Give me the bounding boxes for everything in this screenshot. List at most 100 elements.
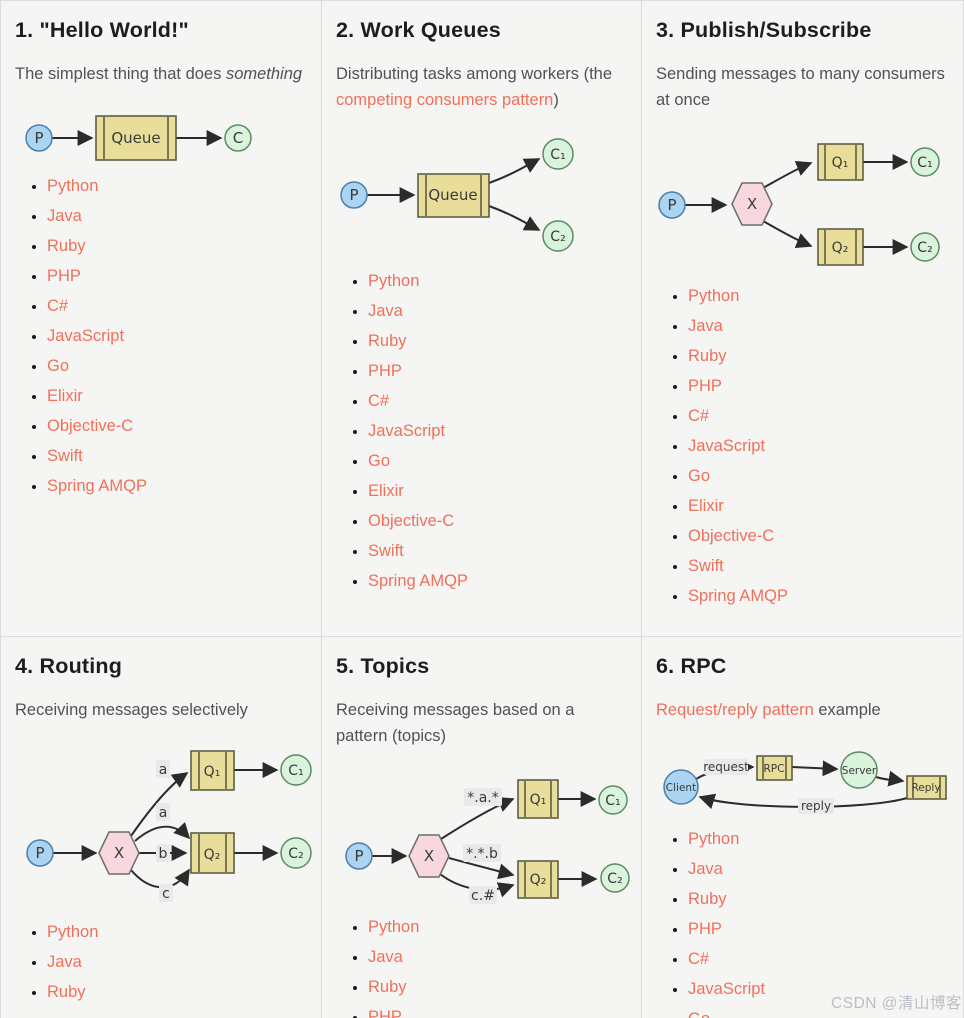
language-link[interactable]: Spring AMQP [47,477,147,495]
queue-node: Queue [95,115,177,161]
card-title: 2. Work Queues [336,18,501,42]
svg-text:X: X [114,844,124,862]
language-link[interactable]: Go [688,467,711,485]
language-link[interactable]: JavaScript [688,437,766,455]
language-link[interactable]: Objective-C [688,527,775,545]
watermark: CSDN @清山博客 [831,995,962,1012]
card-title: 1. "Hello World!" [15,18,189,42]
language-link[interactable]: PHP [368,362,402,380]
language-link[interactable]: Swift [47,447,83,465]
svg-text:Q₁: Q₁ [832,155,849,171]
language-link[interactable]: Python [688,830,740,848]
language-item: Python [368,272,627,290]
routing-diagram: a a b c P [15,735,312,913]
language-link[interactable]: Swift [688,557,724,575]
language-link[interactable]: Python [368,272,420,290]
language-link[interactable]: Ruby [688,890,727,908]
language-item: Swift [368,542,627,560]
language-link[interactable]: Go [47,357,70,375]
svg-text:P: P [34,129,43,147]
rpc-queue-node: RPC [756,755,793,781]
tutorial-card-routing: 4. Routing Receiving messages selectivel… [1,637,322,1018]
language-item: Go [47,357,307,375]
svg-text:c: c [162,886,170,902]
language-link[interactable]: Java [688,860,723,878]
language-item: Swift [688,557,948,575]
language-item: PHP [688,920,948,938]
producer-node: P [26,839,54,867]
language-link[interactable]: Java [688,317,723,335]
language-item: C# [47,297,307,315]
tutorial-card-work-queues: 2. Work Queues Distributing tasks among … [322,1,642,637]
language-link[interactable]: Elixir [368,482,404,500]
client-node: Client [663,769,699,805]
language-link[interactable]: Elixir [47,387,83,405]
language-link[interactable]: Java [47,953,82,971]
language-link[interactable]: Java [368,948,403,966]
svg-text:c.#: c.# [471,888,495,904]
consumer-node: C [224,124,252,152]
language-link[interactable]: Python [47,177,99,195]
language-link[interactable]: JavaScript [47,327,125,345]
svg-text:C₂: C₂ [550,229,565,245]
card-description: Request/reply pattern example [656,701,881,719]
consumer1-node: C₁ [280,754,312,786]
svg-text:Q₂: Q₂ [530,872,547,888]
language-link[interactable]: C# [688,950,710,968]
language-item: C# [688,950,948,968]
reply-queue-node: Reply [906,775,947,800]
language-links: PythonJavaRubyPHP C# JavaScriptGoElixirObj… [15,177,307,495]
language-link[interactable]: JavaScript [368,422,446,440]
language-link[interactable]: JavaScript [688,980,766,998]
svg-text:a: a [159,805,168,821]
svg-text:Q₁: Q₁ [204,764,221,780]
language-item: PHP [47,267,307,285]
language-link[interactable]: Python [688,287,740,305]
card-description: The simplest thing that does something [15,65,303,83]
language-link[interactable]: Java [47,207,82,225]
consumer2-node: C₂ [600,863,630,893]
language-link[interactable]: C# [688,407,710,425]
language-item: Go [688,1010,948,1018]
language-item: JavaScript [688,437,948,455]
svg-text:C₁: C₁ [605,793,620,809]
language-link[interactable]: C# [47,297,69,315]
language-link[interactable]: PHP [688,377,722,395]
language-link[interactable]: Go [688,1010,710,1018]
language-link[interactable]: Go [368,452,391,470]
language-link[interactable]: Elixir [688,497,724,515]
svg-text:b: b [159,846,168,862]
exchange-node: X [98,831,140,875]
language-item: Objective-C [368,512,627,530]
language-link[interactable]: Python [368,918,420,936]
language-link[interactable]: Objective-C [47,417,134,435]
language-link[interactable]: Swift [368,542,404,560]
language-link[interactable]: Ruby [47,237,86,255]
language-item: Objective-C [47,417,307,435]
work-queues-diagram: P Queue C₁ C₂ [336,137,627,262]
language-item: Python [47,923,307,941]
svg-text:C₁: C₁ [917,155,932,171]
language-item: Ruby [368,332,627,350]
svg-text:C₁: C₁ [288,763,303,779]
language-link[interactable]: C# [368,392,390,410]
language-link[interactable]: PHP [47,267,81,285]
language-link[interactable]: Spring AMQP [368,572,468,590]
language-link[interactable]: Ruby [47,983,86,1001]
language-item: C# [368,392,627,410]
language-item: Java [368,302,627,320]
language-link[interactable]: Ruby [368,978,407,996]
language-link[interactable]: PHP [688,920,722,938]
language-link[interactable]: Java [368,302,403,320]
card-description: Sending messages to many consumers at on… [656,65,945,109]
language-link[interactable]: Objective-C [368,512,455,530]
tutorial-card-rpc: 6. RPC Request/reply pattern example req… [642,637,962,1018]
consumer2-node: C₂ [910,232,940,262]
language-link[interactable]: Python [47,923,99,941]
language-link[interactable]: Spring AMQP [688,587,788,605]
svg-text:request: request [703,760,749,774]
language-link[interactable]: Ruby [688,347,727,365]
language-item: Ruby [688,890,948,908]
language-link[interactable]: Ruby [368,332,407,350]
language-link[interactable]: PHP [368,1008,402,1018]
